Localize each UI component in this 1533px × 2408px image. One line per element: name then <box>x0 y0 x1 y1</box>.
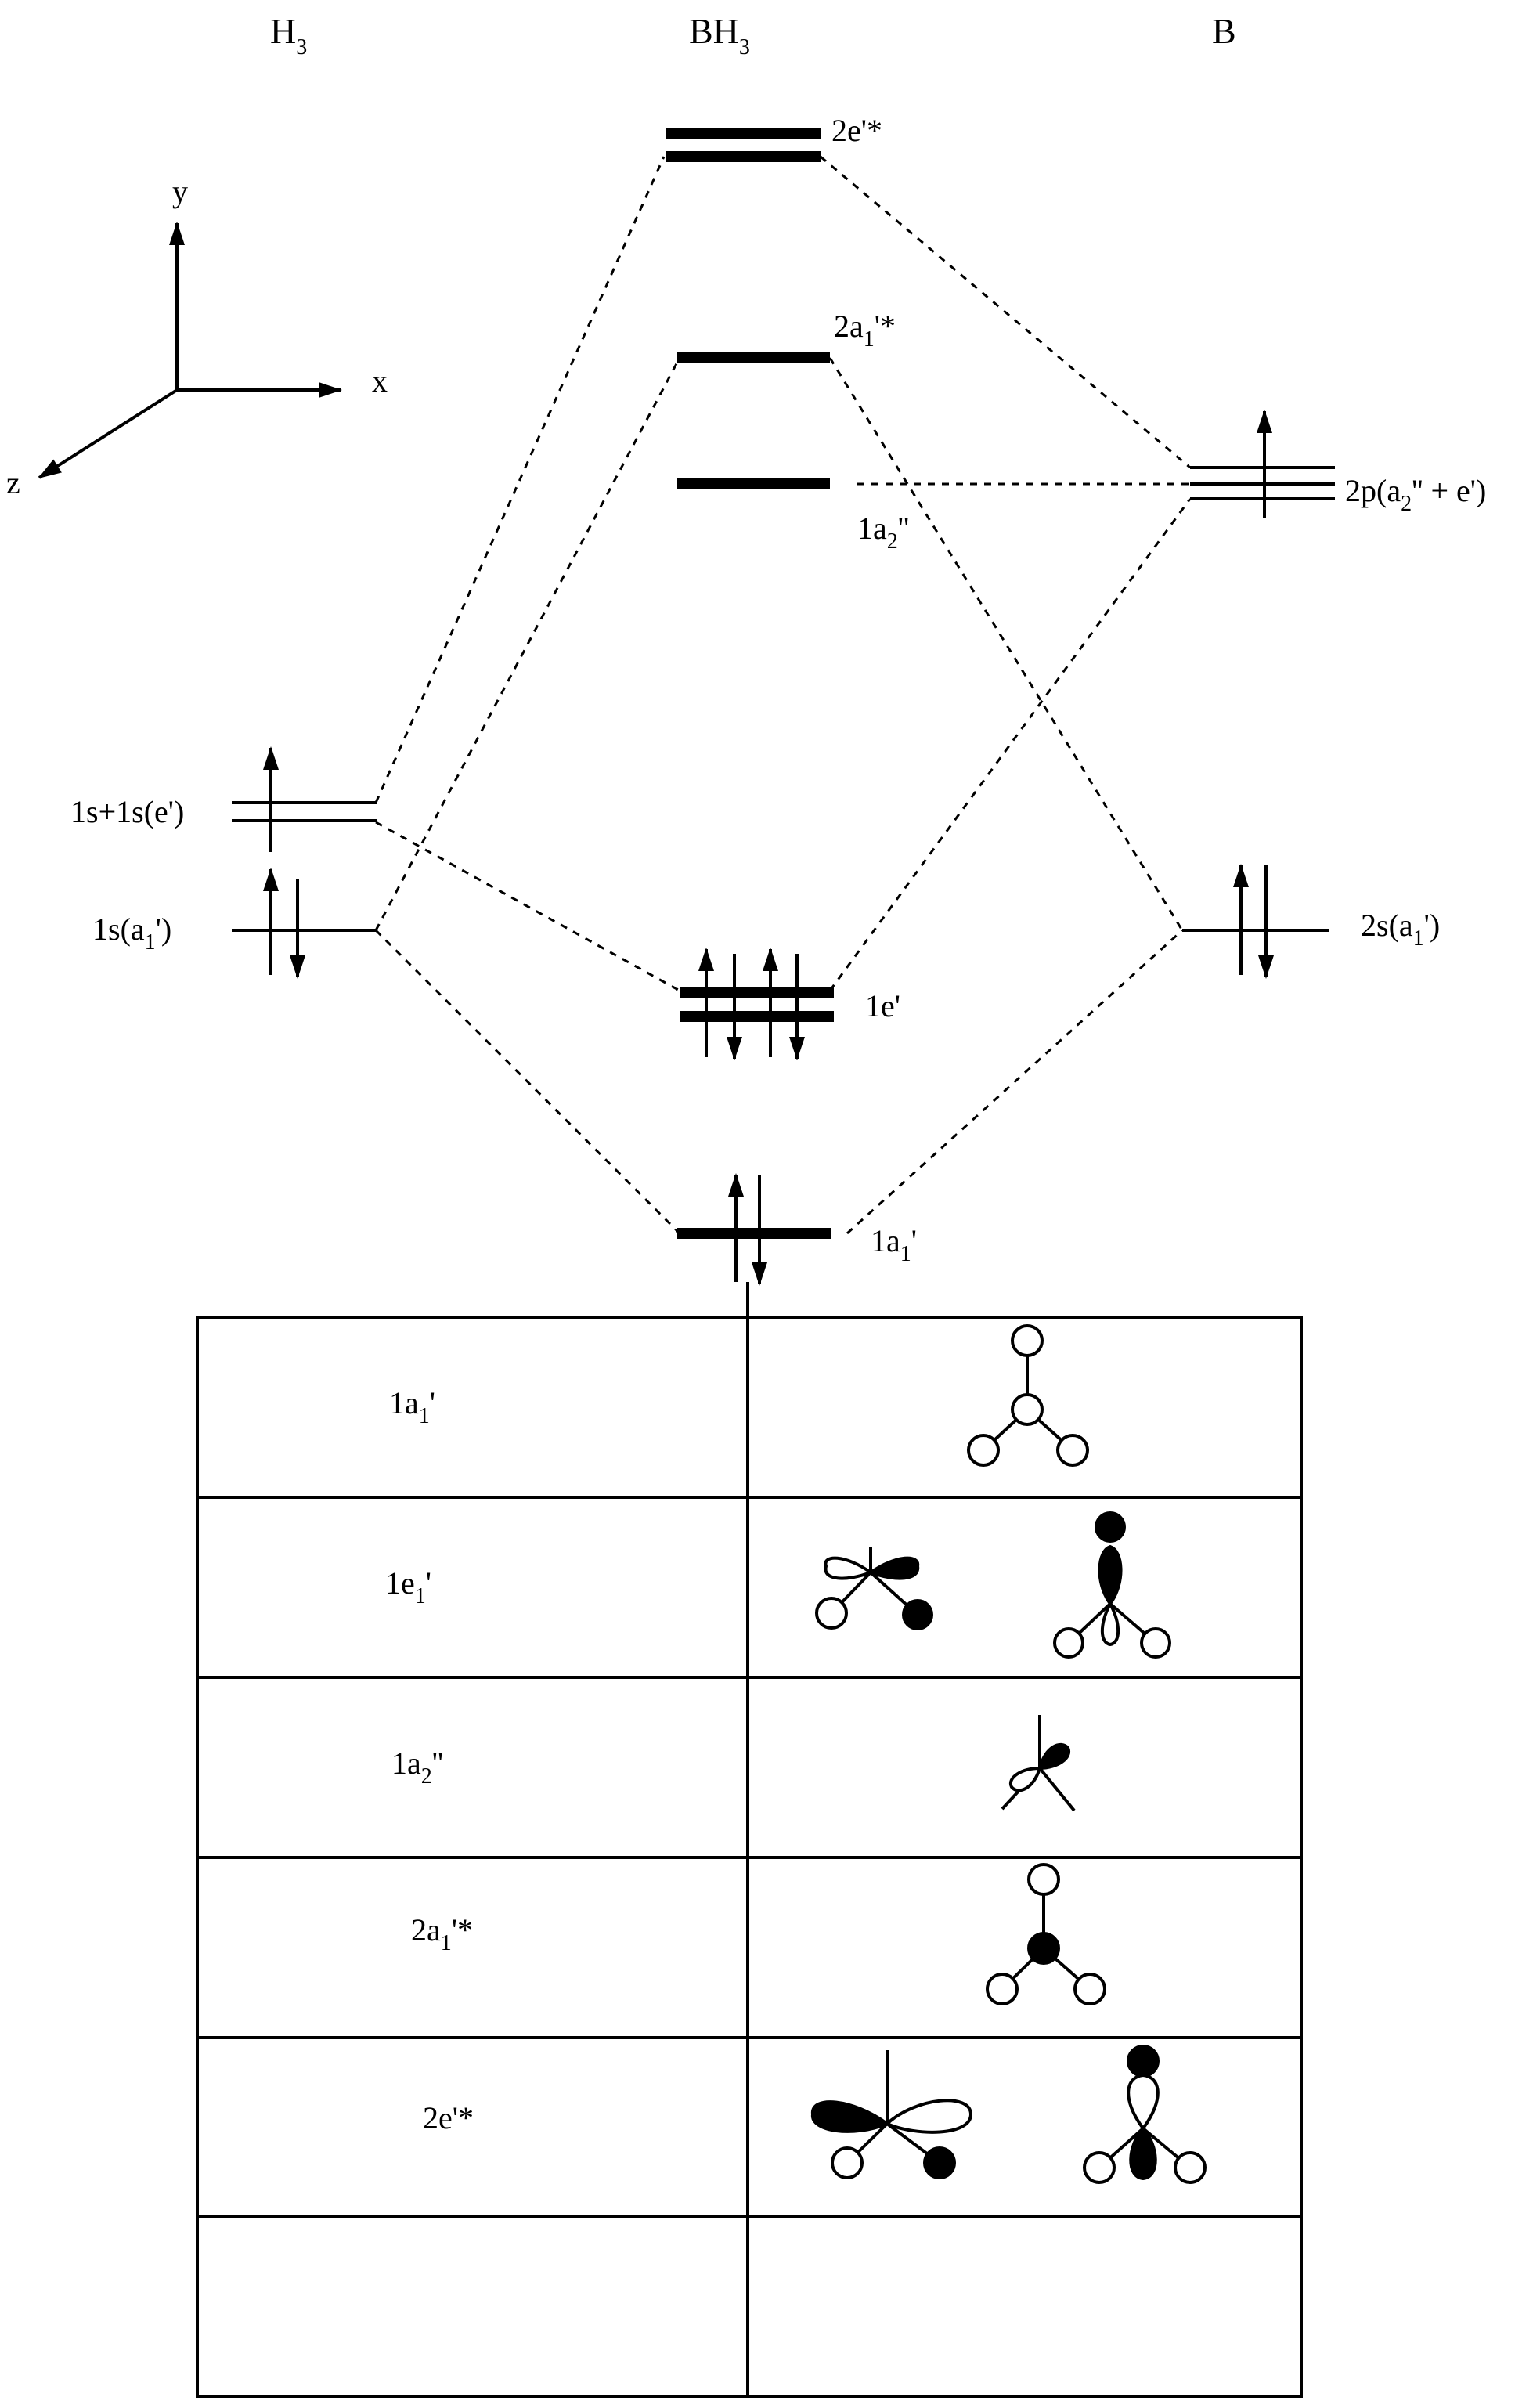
z-axis-label: z <box>6 465 20 500</box>
orbital-1a1-diagram <box>967 1324 1089 1467</box>
orbital-2e-star-diagram <box>810 2045 1207 2184</box>
h3-levels: 1s+1s(e') 1s(a1') <box>70 746 377 979</box>
table-row-label: 1a2'' <box>391 1746 443 1789</box>
bh3-1e-label: 1e' <box>865 988 900 1023</box>
h3-header: H3 <box>270 11 307 60</box>
table-row-label: 1e1' <box>385 1565 431 1608</box>
x-axis-label: x <box>372 363 388 399</box>
orbital-1a2-diagram <box>1001 1715 1076 1812</box>
h3-e-label: 1s+1s(e') <box>70 794 184 829</box>
bh3-1a2-label: 1a2'' <box>857 511 909 554</box>
correlation-lines <box>374 155 1192 1235</box>
bh3-levels: 2e'* 2a1'* 1a2'' 1e' 1a1' <box>666 113 917 1286</box>
table-row-label: 1a1' <box>389 1385 435 1428</box>
table-row-label: 2a1'* <box>411 1912 473 1955</box>
mo-table: 1a1' 1e1' 1a2'' 2a1'* 2e'* <box>196 1316 1303 2398</box>
bh3-2a1-star-label: 2a1'* <box>834 309 896 352</box>
z-axis-arrow <box>38 388 179 479</box>
b-levels: 2p(a2'' + e') 2s(a1') <box>1182 410 1486 979</box>
b-2p-label: 2p(a2'' + e') <box>1345 473 1486 516</box>
orbital-2a1-star-diagram <box>986 1863 1106 2005</box>
y-axis-label: y <box>172 174 188 209</box>
table-row-label: 2e'* <box>423 2100 474 2135</box>
h3-a1-label: 1s(a1') <box>92 912 171 955</box>
coordinate-axes: y x z <box>6 174 388 500</box>
bh3-2e-star-label: 2e'* <box>831 113 882 148</box>
bh3-header: BH3 <box>689 11 750 60</box>
bh3-1a1-label: 1a1' <box>871 1223 917 1266</box>
b-header: B <box>1212 11 1236 51</box>
orbital-1e1-diagram <box>815 1511 1171 1659</box>
b-2s-label: 2s(a1') <box>1361 908 1440 951</box>
